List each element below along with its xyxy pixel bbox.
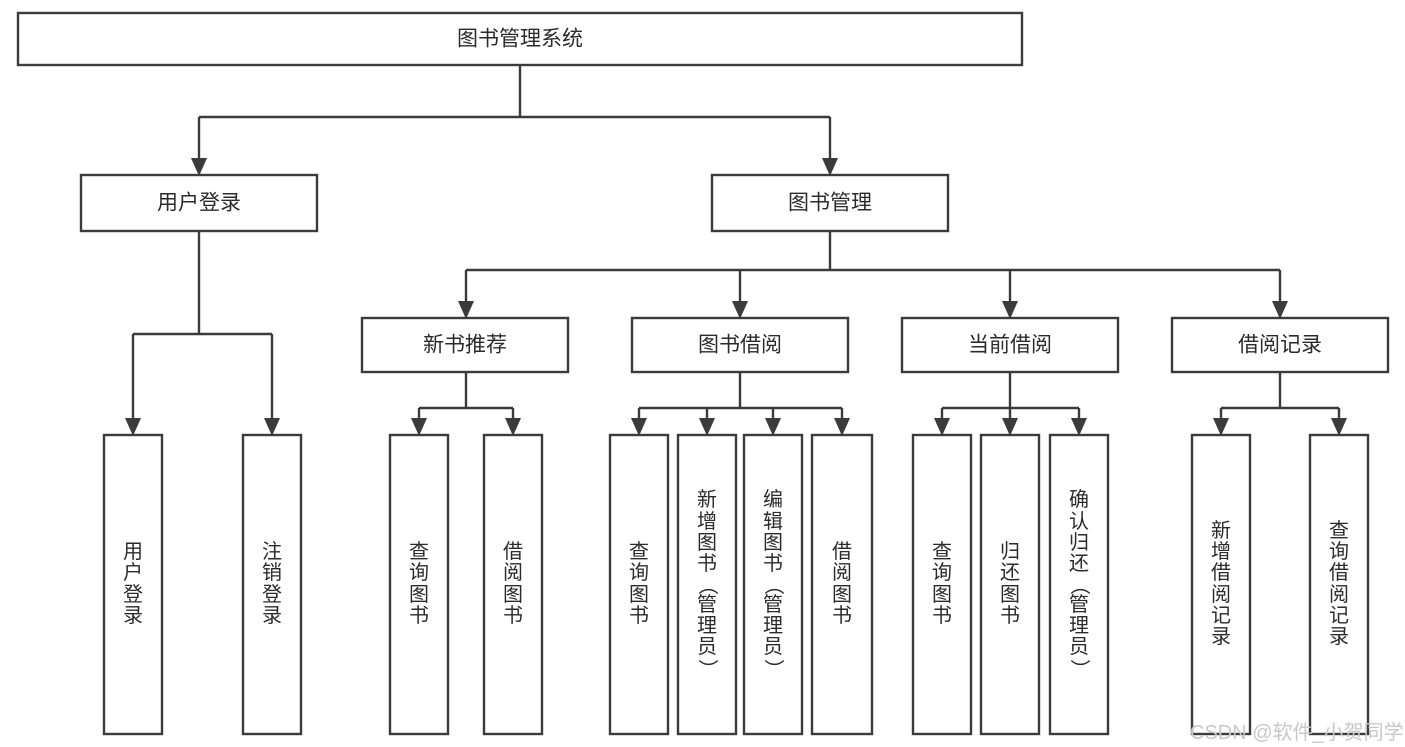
node-leaf-user-login-box[interactable] (102, 433, 164, 736)
node-book-borrow-label: 图书借阅 (698, 334, 782, 357)
arrow-to-book-borrow (732, 301, 748, 319)
arrow-to-current-borrow (1002, 301, 1018, 319)
arrow-to-leaf-confirm-return (1071, 418, 1087, 436)
arrow-to-leaf-user-logout (264, 418, 280, 436)
arrow-to-new-book-rec (458, 301, 474, 319)
node-leaf-return-book-box[interactable] (979, 433, 1041, 736)
node-leaf-borrow-book-rec-box[interactable] (482, 433, 544, 736)
node-root-label: 图书管理系统 (457, 28, 583, 51)
node-user-login-label: 用户登录 (157, 192, 241, 215)
arrow-to-leaf-query-book-b (631, 418, 647, 436)
arrow-to-leaf-user-login (125, 418, 141, 436)
node-leaf-add-book-box[interactable] (676, 433, 738, 736)
node-leaf-query-book-rec-box[interactable] (388, 433, 450, 736)
arrow-to-leaf-query-record (1331, 418, 1347, 436)
arrow-to-leaf-add-book (699, 418, 715, 436)
connector-layer (125, 65, 1347, 436)
arrow-to-leaf-return-book (1002, 418, 1018, 436)
node-borrow-record-box[interactable] (1170, 316, 1390, 374)
node-leaf-query-book-b-box[interactable] (608, 433, 670, 736)
node-book-manage-box[interactable] (710, 173, 950, 233)
arrow-to-leaf-borrow-book-rec (505, 418, 521, 436)
node-root-box[interactable] (16, 11, 1024, 67)
node-new-book-rec-label: 新书推荐 (423, 334, 507, 357)
arrow-to-book-manage (822, 158, 838, 176)
arrow-to-leaf-query-book-rec (411, 418, 427, 436)
arrow-to-leaf-edit-book (765, 418, 781, 436)
node-layer: 图书管理系统 用户登录 图书管理 新书推荐 图书借阅 当前借阅 借阅记录 (16, 11, 1390, 736)
node-leaf-query-record-box[interactable] (1308, 433, 1370, 736)
arrow-to-borrow-record (1272, 301, 1288, 319)
arrow-to-user-login (191, 158, 207, 176)
node-leaf-query-book-c-box[interactable] (911, 433, 973, 736)
arrow-to-leaf-borrow-book-b (834, 418, 850, 436)
arrow-to-leaf-query-book-c (934, 418, 950, 436)
node-borrow-record-label: 借阅记录 (1238, 334, 1322, 357)
node-leaf-confirm-return-box[interactable] (1048, 433, 1110, 736)
node-current-borrow-box[interactable] (900, 316, 1120, 374)
arrow-to-leaf-add-record (1213, 418, 1229, 436)
node-book-borrow-box[interactable] (630, 316, 850, 374)
node-new-book-rec-box[interactable] (360, 316, 570, 374)
node-leaf-user-logout-box[interactable] (241, 433, 303, 736)
node-user-login-box[interactable] (79, 173, 319, 233)
node-leaf-borrow-book-b-box[interactable] (810, 433, 874, 736)
node-leaf-edit-book-box[interactable] (742, 433, 804, 736)
node-book-manage-label: 图书管理 (788, 192, 872, 215)
node-leaf-add-record-box[interactable] (1190, 433, 1252, 736)
node-current-borrow-label: 当前借阅 (968, 334, 1052, 357)
